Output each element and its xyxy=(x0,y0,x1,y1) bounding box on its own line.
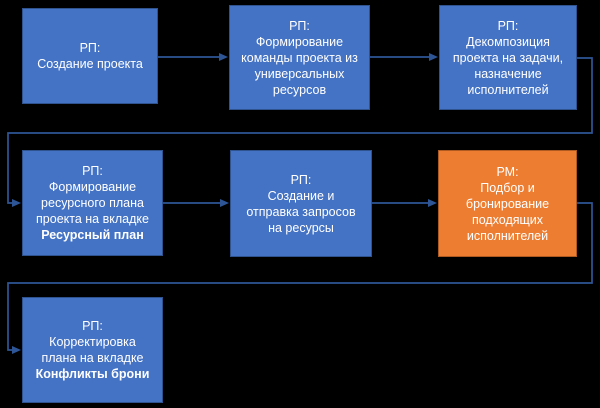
step-text: исполнителей xyxy=(467,82,549,97)
step-text: Подбор и xyxy=(480,180,535,195)
step-text: назначение xyxy=(474,66,542,81)
flow-step-resource-plan: РП: Формирование ресурсного плана проект… xyxy=(22,150,163,256)
step-text: отправка запросов xyxy=(246,204,356,219)
step-role-label: РМ: xyxy=(496,164,519,179)
step-text: Создание и xyxy=(267,188,335,203)
flow-step-fix-conflicts: РП: Корректировка плана на вкладке Конфл… xyxy=(22,297,163,403)
step-text: Создание проекта xyxy=(37,57,143,71)
step-text: команды проекта из xyxy=(241,50,358,65)
step-role-label: РП: xyxy=(79,41,101,55)
step-role-label: РП: xyxy=(82,319,103,333)
flow-step-create-project: РП: Создание проекта xyxy=(22,8,158,104)
step-role-label: РП: xyxy=(497,18,519,33)
step-text: бронирование xyxy=(465,196,550,211)
step-text: проекта на задачи, xyxy=(452,50,564,65)
step-role-label: РП: xyxy=(82,164,103,178)
step-text: ресурсного плана xyxy=(41,196,144,210)
step-text: Корректировка xyxy=(49,335,136,349)
step-text: исполнителей xyxy=(466,228,549,243)
step-text: плана на вкладке xyxy=(41,351,144,365)
step-text-tab-name: Ресурсный план xyxy=(41,228,144,242)
step-text: Декомпозиция xyxy=(466,34,550,49)
step-text: на ресурсы xyxy=(268,220,334,235)
step-text: Формирование xyxy=(255,34,344,49)
step-text: Формирование xyxy=(48,180,137,194)
flow-step-decompose-project: РП: Декомпозиция проекта на задачи, назн… xyxy=(439,5,577,110)
step-text: подходящих xyxy=(471,212,544,227)
step-text: проекта на вкладке xyxy=(36,212,149,226)
flow-step-form-team: РП: Формирование команды проекта из унив… xyxy=(229,5,370,110)
step-text-tab-name: Конфликты брони xyxy=(35,367,150,381)
step-text: ресурсов xyxy=(272,82,327,97)
flow-step-send-requests: РП: Создание и отправка запросов на ресу… xyxy=(230,150,372,257)
step-role-label: РП: xyxy=(290,172,312,187)
step-text: универсальных xyxy=(254,66,345,81)
step-role-label: РП: xyxy=(289,18,310,33)
flow-step-select-performers: РМ: Подбор и бронирование подходящих исп… xyxy=(438,150,577,257)
